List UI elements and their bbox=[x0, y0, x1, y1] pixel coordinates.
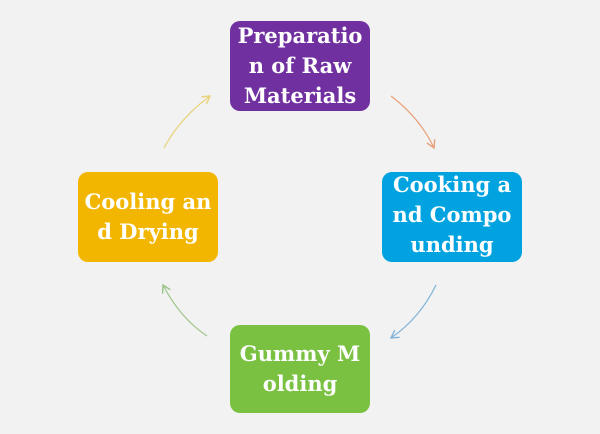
arrow-right-to-bottom bbox=[389, 284, 437, 339]
node-label: Cooking and Compounding bbox=[392, 172, 512, 257]
node-label: Preparation of Raw Materials bbox=[237, 23, 363, 108]
node-cooling-and-drying: Cooling and Drying bbox=[78, 172, 218, 262]
node-cooking-and-compounding: Cooking and Compounding bbox=[382, 172, 522, 262]
node-label: Gummy Molding bbox=[239, 341, 361, 396]
node-preparation-of-raw-materials: Preparation of Raw Materials bbox=[230, 21, 370, 111]
arrow-left-to-top bbox=[163, 95, 212, 149]
node-label: Cooling and Drying bbox=[84, 189, 212, 244]
node-gummy-molding: Gummy Molding bbox=[230, 325, 370, 413]
arrow-top-to-right bbox=[390, 95, 436, 150]
arrow-bottom-to-left bbox=[161, 283, 208, 337]
